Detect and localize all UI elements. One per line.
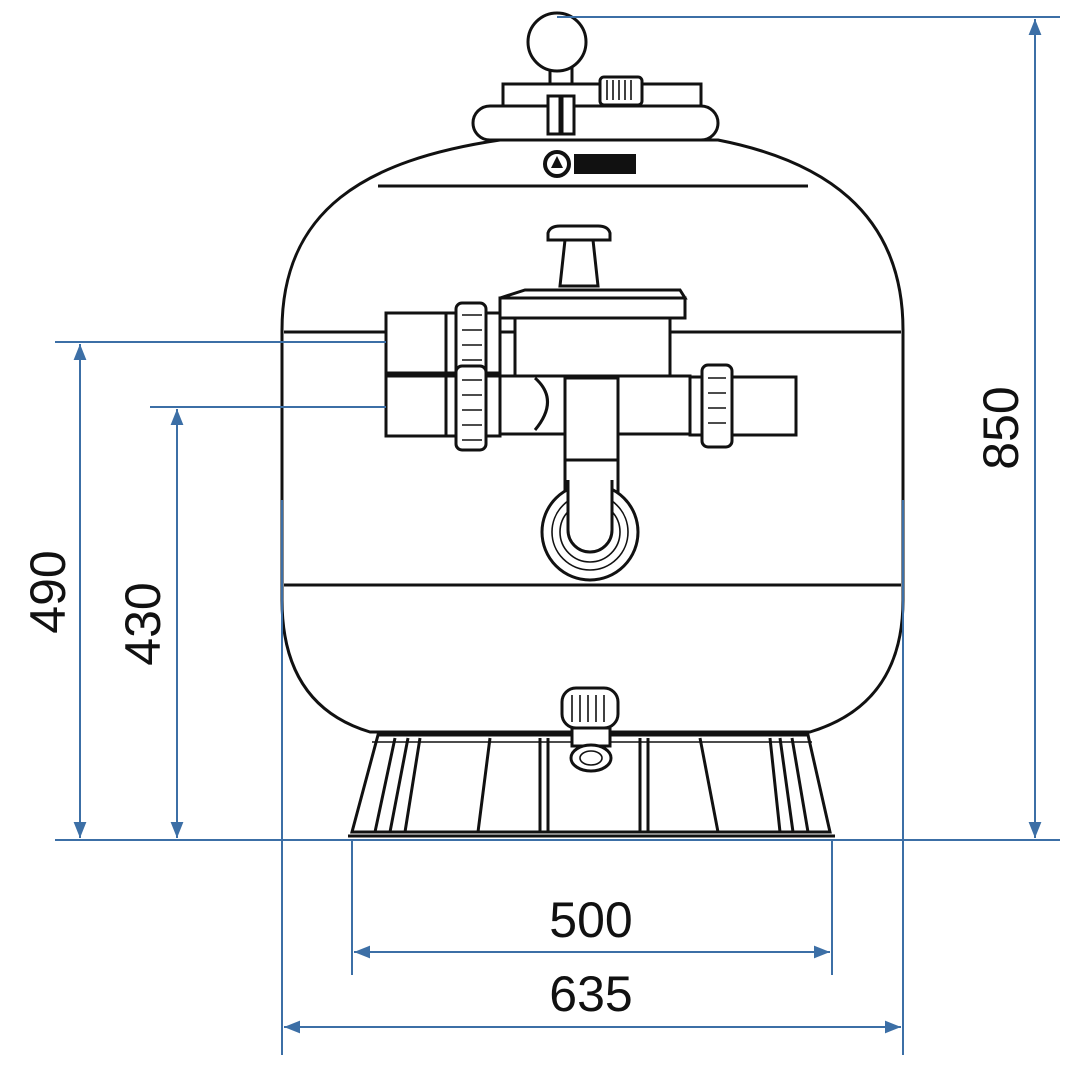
inlet-connection bbox=[384, 301, 502, 385]
pressure-gauge-icon bbox=[526, 11, 588, 73]
dimension-lines bbox=[55, 16, 1060, 1055]
drain-plug bbox=[560, 686, 620, 773]
multiport-valve bbox=[488, 224, 692, 582]
outlet-connection bbox=[384, 364, 502, 452]
dimension-base-width: 500 bbox=[549, 892, 632, 948]
filter-base bbox=[348, 733, 835, 838]
brand-logo bbox=[543, 150, 636, 178]
waste-connection bbox=[688, 363, 798, 449]
dimension-inlet-height: 490 bbox=[20, 550, 76, 633]
dimension-tank-width: 635 bbox=[549, 966, 632, 1022]
dimension-total-height: 850 bbox=[973, 386, 1029, 469]
top-lid bbox=[471, 66, 720, 142]
dimension-outlet-height: 430 bbox=[115, 582, 171, 665]
